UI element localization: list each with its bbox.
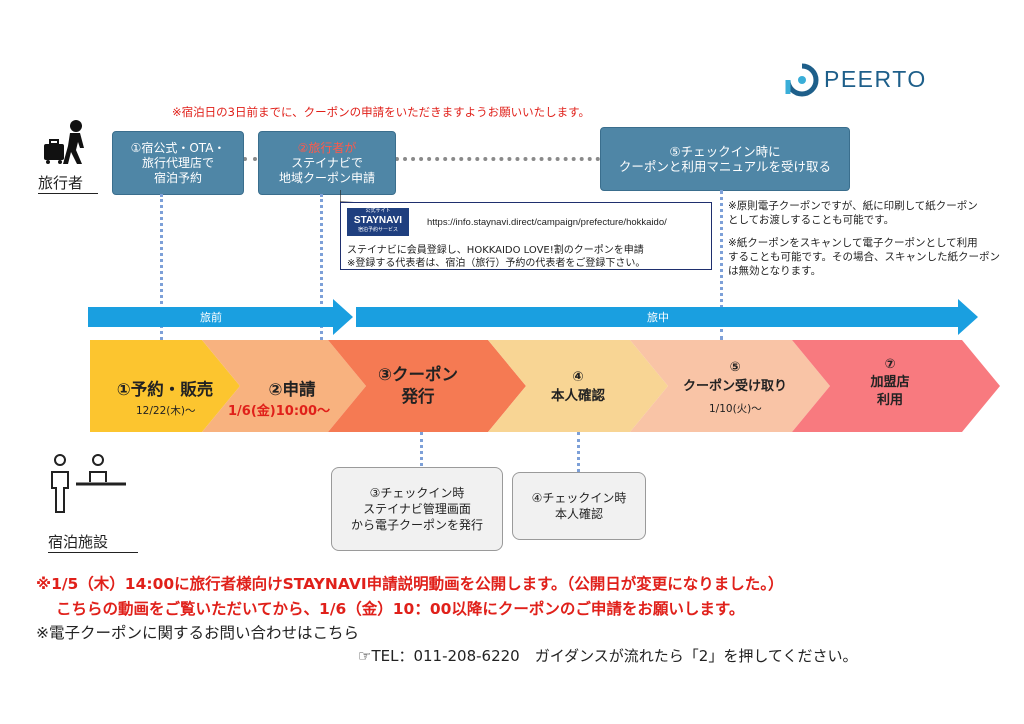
stage-2-date: 1/6(金)10:00～ xyxy=(228,404,331,419)
traveler-dotted-connector xyxy=(395,157,600,161)
role-traveler: 旅行者 xyxy=(38,174,84,192)
drop-line-3 xyxy=(420,432,423,466)
brand-name: PEERTO xyxy=(824,66,927,92)
bottom-notice-2: こちらの動画をご覧いただいてから、1/6（金）10：00以降にクーポンのご申請を… xyxy=(56,600,745,618)
facility-reception-icon xyxy=(51,454,126,513)
phase-during-label: 旅中 xyxy=(647,311,669,324)
staynavi-line2: ※登録する代表者は、宿泊（旅行）予約の代表者をご登録下さい。 xyxy=(347,258,646,269)
stage-1-date: 12/22(木)～ xyxy=(136,405,196,417)
traveler-step-receive: ⑤チェックイン時に クーポンと利用マニュアルを受け取る xyxy=(600,127,850,191)
brand-logo: PEERTO xyxy=(780,62,950,98)
staynavi-url[interactable]: https://info.staynavi.direct/campaign/pr… xyxy=(427,217,667,228)
stage-3-title: ③クーポン 発行 xyxy=(378,365,458,406)
top-notice: ※宿泊日の3日前までに、クーポンの申請をいただきますようお願いいたします。 xyxy=(172,105,590,119)
traveler-step-apply: ②旅行者が ステイナビで 地域クーポン申請 xyxy=(258,131,396,195)
stage-chevron-2 xyxy=(202,340,366,432)
drop-line-1 xyxy=(160,194,163,340)
stage-5-title: ⑤ クーポン受け取り xyxy=(682,360,787,394)
role-facility: 宿泊施設 xyxy=(48,533,109,551)
stage-1-title: ①予約・販売 xyxy=(116,380,214,399)
stage-chevron-1 xyxy=(90,340,240,432)
staynavi-line1: ステイナビに会員登録し、HOKKAIDO LOVE!割のクーポンを申請 xyxy=(347,245,644,256)
stage-chevron-4 xyxy=(488,340,668,432)
traveler-dotted-connector-left xyxy=(243,157,257,161)
bottom-notice-1: ※1/5（木）14:00に旅行者様向けSTAYNAVI申請説明動画を公開します。… xyxy=(36,575,784,593)
traveler-step-reserve: ①宿公式・OTA・ 旅行代理店で 宿泊予約 xyxy=(112,131,244,195)
stage-chevrons xyxy=(90,340,1000,432)
side-note-scan: ※紙クーポンをスキャンして電子クーポンとして利用 することも可能です。その場合、… xyxy=(728,237,1000,277)
peerto-logo-icon xyxy=(785,63,819,97)
stage-chevron-5 xyxy=(630,340,830,432)
stage-chevron-7 xyxy=(792,340,1000,432)
stage-7-title: ⑦ 加盟店 利用 xyxy=(870,357,910,408)
staynavi-logo: 公式サイト STAYNAVI 宿泊予約サービス xyxy=(347,208,409,236)
facility-step-verify: ④チェックイン時 本人確認 xyxy=(512,472,646,540)
facility-underline xyxy=(48,552,138,553)
drop-line-2 xyxy=(320,194,323,340)
traveler-luggage-icon xyxy=(44,120,84,164)
stage-5-date: 1/10(火)～ xyxy=(709,403,762,415)
stage-2-title: ②申請 xyxy=(268,380,316,399)
phase-arrows xyxy=(88,299,978,335)
staynavi-info-box: 公式サイト STAYNAVI 宿泊予約サービス https://info.sta… xyxy=(340,202,712,270)
stage-chevron-3 xyxy=(328,340,526,432)
bottom-inquiry: ※電子クーポンに関するお問い合わせはこちら xyxy=(36,624,359,642)
facility-step-issue: ③チェックイン時 ステイナビ管理画面 から電子クーポンを発行 xyxy=(331,467,503,551)
side-note-paper: ※原則電子クーポンですが、紙に印刷して紙クーポン としてお渡しすることも可能です… xyxy=(728,200,978,226)
drop-line-5 xyxy=(720,190,723,340)
bottom-tel[interactable]: ☞TEL：011-208-6220 ガイダンスが流れたら「2」を押してください。 xyxy=(358,647,858,665)
phase-before-label: 旅前 xyxy=(200,311,222,324)
traveler-underline xyxy=(38,193,98,194)
stage-4-title: ④ 本人確認 xyxy=(551,369,605,404)
drop-line-4 xyxy=(577,432,580,472)
